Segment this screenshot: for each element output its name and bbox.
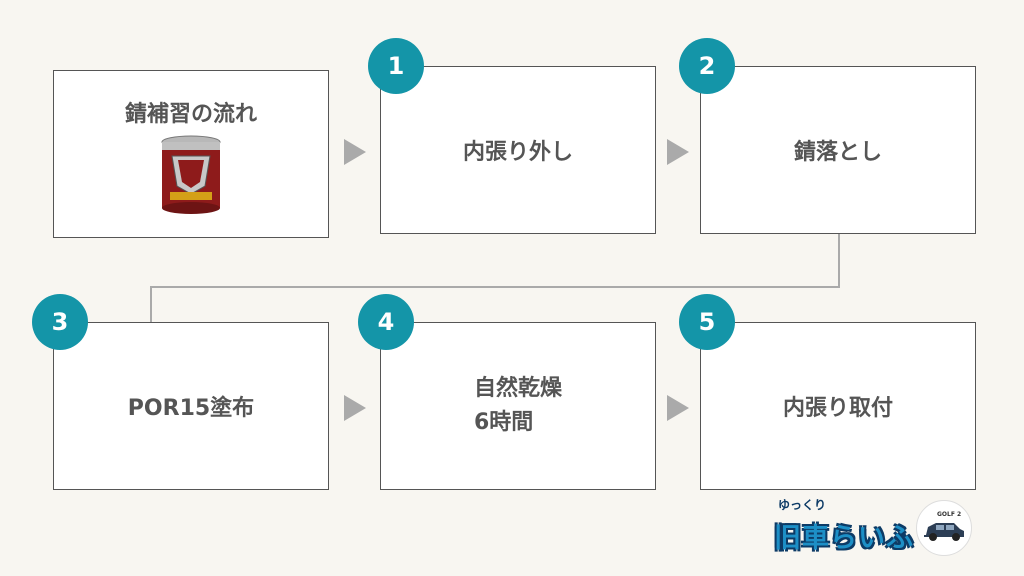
step-3-badge: 3 [32,294,88,350]
step-3-box: POR15塗布 [53,322,329,490]
step-5-box: 内張り取付 [700,322,976,490]
intro-box: 錆補習の流れ [53,70,329,238]
arrow-right-icon [344,139,366,165]
step-1-badge: 1 [368,38,424,94]
logo-main-text: 旧車らいふ [774,516,914,555]
arrow-right-icon [667,395,689,421]
step-2-badge: 2 [679,38,735,94]
step-2-label: 錆落とし [794,134,882,166]
step-4-box: 自然乾燥 6時間 [380,322,656,490]
step-5-badge: 5 [679,294,735,350]
arrow-right-icon [344,395,366,421]
logo-car-model: GOLF 2 [937,511,961,518]
paint-can-image [160,134,222,216]
connector-line [150,234,840,288]
site-logo: ゆっくり 旧車らいふ GOLF 2 [770,496,975,566]
step-1-label: 内張り外し [463,134,573,166]
arrow-right-icon [667,139,689,165]
step-5-label: 内張り取付 [783,390,893,422]
intro-title: 錆補習の流れ [125,96,257,128]
connector-line [150,286,152,322]
step-2-box: 錆落とし [700,66,976,234]
step-3-label: POR15塗布 [128,390,254,422]
step-4-label: 自然乾燥 6時間 [474,372,562,440]
step-4-badge: 4 [358,294,414,350]
car-icon [922,519,966,543]
logo-car-badge: GOLF 2 [916,500,972,556]
step-4-label-line1: 自然乾燥 [474,372,562,406]
step-1-box: 内張り外し [380,66,656,234]
step-4-label-line2: 6時間 [474,406,562,440]
logo-small-text: ゆっくり [778,496,826,513]
